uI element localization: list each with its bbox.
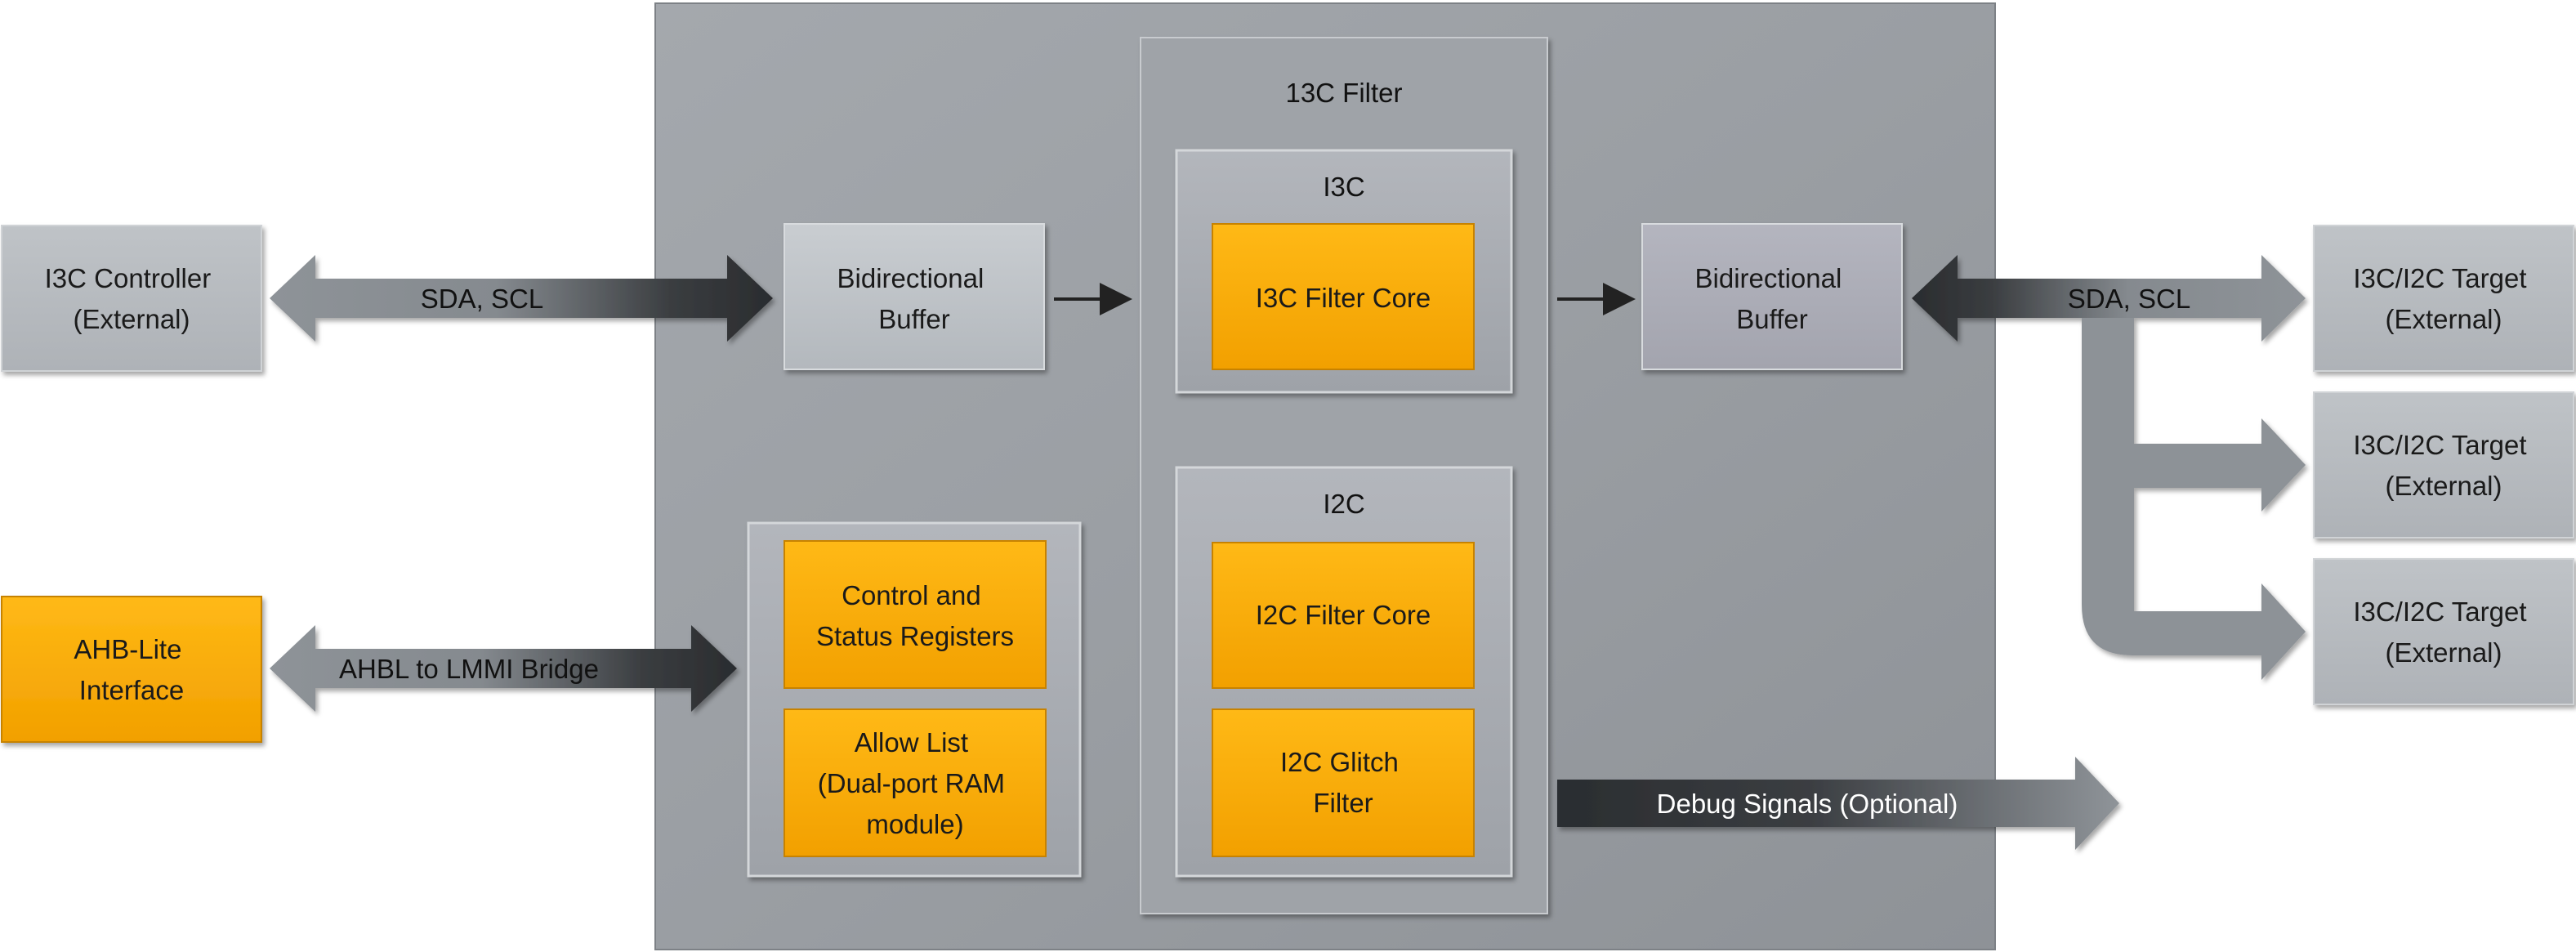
right-buffer-label: Bidirectional Buffer [1695, 263, 1850, 334]
filter-title: 13C Filter [1285, 78, 1402, 108]
right-bus-label: SDA, SCL [2068, 284, 2190, 314]
left-buffer-label: Bidirectional Buffer [837, 263, 992, 334]
control-status-registers-box [784, 540, 1047, 689]
target-label-3: I3C/I2C Target (External) [2353, 597, 2534, 668]
i2c-filter-core-label: I2C Filter Core [1256, 600, 1431, 630]
i2c-glitch-filter-box [1212, 708, 1475, 857]
debug-signals-arrow [1557, 757, 2119, 850]
debug-signals-label: Debug Signals (Optional) [1657, 789, 1958, 819]
allow-list-box [784, 708, 1047, 857]
target-label-1: I3C/I2C Target (External) [2353, 263, 2534, 334]
target-label-2: I3C/I2C Target (External) [2353, 430, 2534, 501]
i3c-filter-core-box [1212, 223, 1475, 370]
i3c-filter-core-label: I3C Filter Core [1256, 283, 1431, 313]
target-box-3 [2313, 558, 2574, 705]
i2c-glitch-filter-label: I2C Glitch Filter [1280, 747, 1406, 818]
allow-list-label: Allow List (Dual-port RAM module) [818, 727, 1012, 839]
ahbl-bridge-arrow [270, 625, 737, 712]
right-bus-arrow [1912, 255, 2306, 680]
i2c-group-title: I2C [1323, 489, 1364, 519]
control-status-registers-label: Control and Status Registers [816, 580, 1014, 651]
left-bus-label: SDA, SCL [421, 284, 543, 314]
i3c-controller-label: I3C Controller (External) [45, 263, 219, 334]
ahb-lite-interface-label: AHB-Lite Interface [74, 634, 189, 705]
right-bidirectional-buffer [1641, 223, 1903, 370]
i2c-filter-core-box [1212, 542, 1475, 689]
target-box-1 [2313, 225, 2574, 372]
left-bus-arrow [270, 255, 773, 342]
ahb-lite-interface-box [1, 596, 262, 743]
target-box-2 [2313, 391, 2574, 539]
left-bidirectional-buffer [784, 223, 1045, 370]
ahbl-bridge-label: AHBL to LMMI Bridge [339, 654, 599, 684]
i3c-controller-box [1, 225, 262, 372]
i3c-group-title: I3C [1323, 172, 1364, 202]
